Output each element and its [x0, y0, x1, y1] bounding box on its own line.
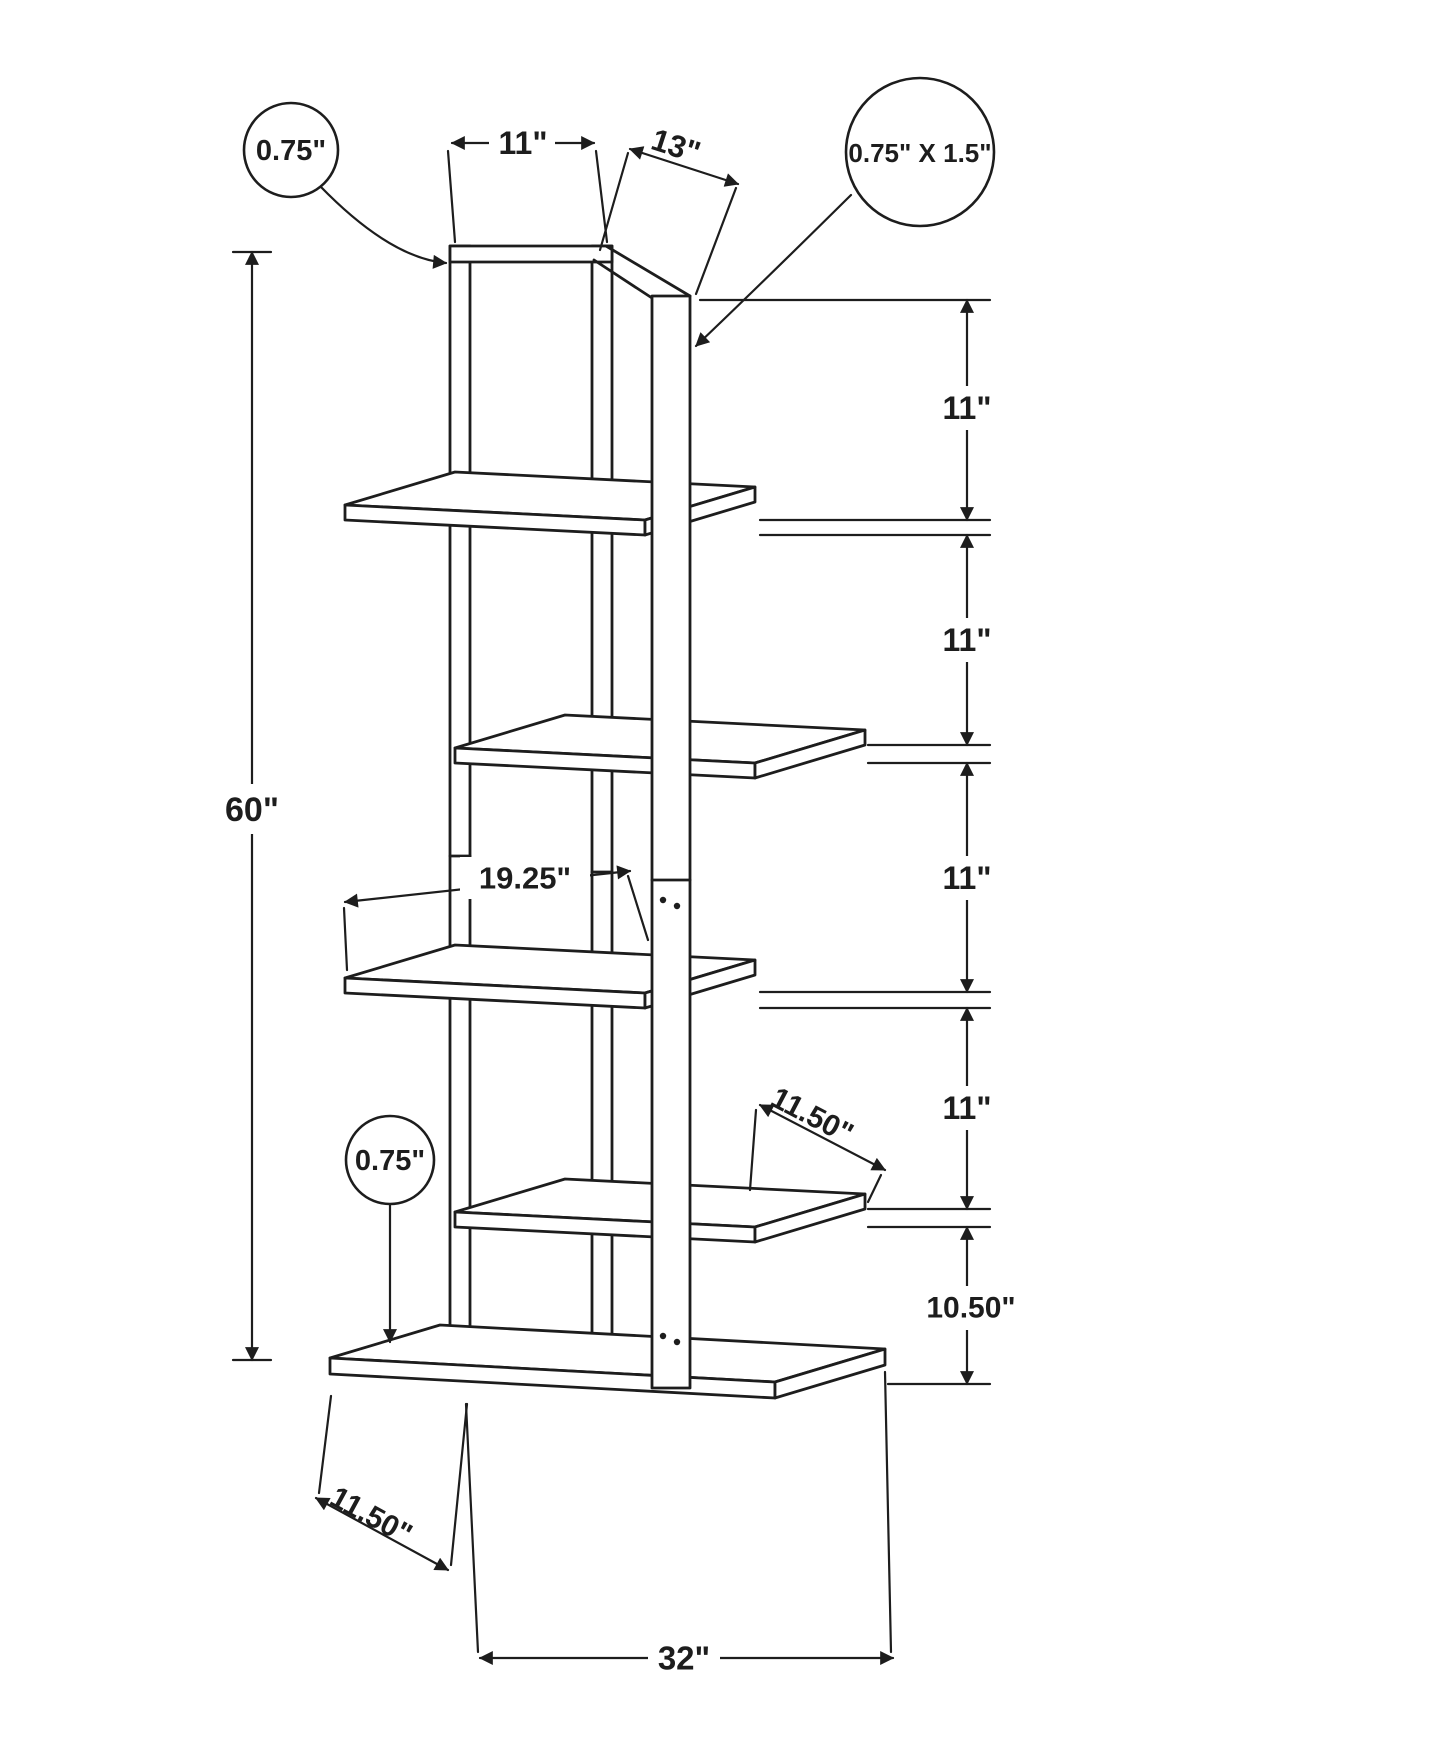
frame-top-width-label: 11" [499, 125, 548, 161]
base-gap-label: 10.50" [926, 1292, 1015, 1325]
shelf-2-side [753, 728, 867, 780]
shelf-gap-1-label: 11" [943, 390, 992, 426]
callout-base-thickness: 0.75" [344, 1114, 436, 1344]
post-screw-dot [673, 902, 681, 910]
base-shelf [328, 1323, 887, 1400]
dim-base-width: 32" [464, 1370, 895, 1680]
top-strut-upper-edge [604, 244, 692, 298]
front-post [650, 294, 692, 1390]
shelf-1 [343, 470, 757, 537]
callout-post-profile: 0.75" X 1.5" [694, 76, 996, 348]
callout-leader [318, 184, 448, 269]
dim-strut-length: 13" [598, 122, 740, 296]
dim-shelf-gaps: 11" 11" 11" 11" 10.50" [698, 298, 1037, 1386]
post-screw-dot [673, 1338, 681, 1346]
strut-length-label: 13" [647, 122, 705, 170]
shelf-3 [343, 943, 757, 1010]
callout-leader [694, 193, 853, 348]
dim-shelf-depth: 11.50" [748, 1081, 887, 1204]
callouts: 0.75" 0.75" X 1.5" 0.75" [242, 76, 996, 1344]
bookcase-structure [328, 244, 887, 1400]
overall-height-label: 60" [225, 791, 279, 829]
top-bar [448, 244, 614, 264]
shelf-4-side [753, 1192, 867, 1244]
shelf-gap-4-label: 11" [943, 1090, 992, 1126]
frame-thickness-label: 0.75" [256, 135, 326, 167]
dim-base-depth: 11.50" [314, 1394, 469, 1572]
base-thickness-label: 0.75" [355, 1145, 425, 1177]
post-profile-label: 0.75" X 1.5" [848, 138, 991, 168]
dim-shelf-length: 19.25" [342, 857, 650, 972]
post-screw-dot [659, 1332, 667, 1340]
dim-overall-height: 60" [214, 250, 292, 1362]
top-strut-lower-edge [592, 258, 654, 300]
shelf-length-label: 19.25" [479, 861, 571, 896]
back-rail-left [448, 244, 472, 1352]
base-width-label: 32" [658, 1640, 710, 1677]
callout-circle [844, 76, 996, 228]
dimension-annotations: 60" 11" 13" [214, 122, 1037, 1680]
post-screw-dot [659, 896, 667, 904]
callout-circle [344, 1114, 436, 1206]
base-side [773, 1347, 887, 1400]
dim-frame-top-width: 11" [446, 122, 609, 244]
shelf-depth-label: 11.50" [766, 1081, 859, 1151]
shelf-gap-2-label: 11" [943, 622, 992, 658]
callout-frame-thickness: 0.75" [242, 101, 448, 269]
base-depth-label: 11.50" [325, 1481, 418, 1552]
shelf-gap-3-label: 11" [943, 860, 992, 896]
callout-circle [242, 101, 340, 199]
